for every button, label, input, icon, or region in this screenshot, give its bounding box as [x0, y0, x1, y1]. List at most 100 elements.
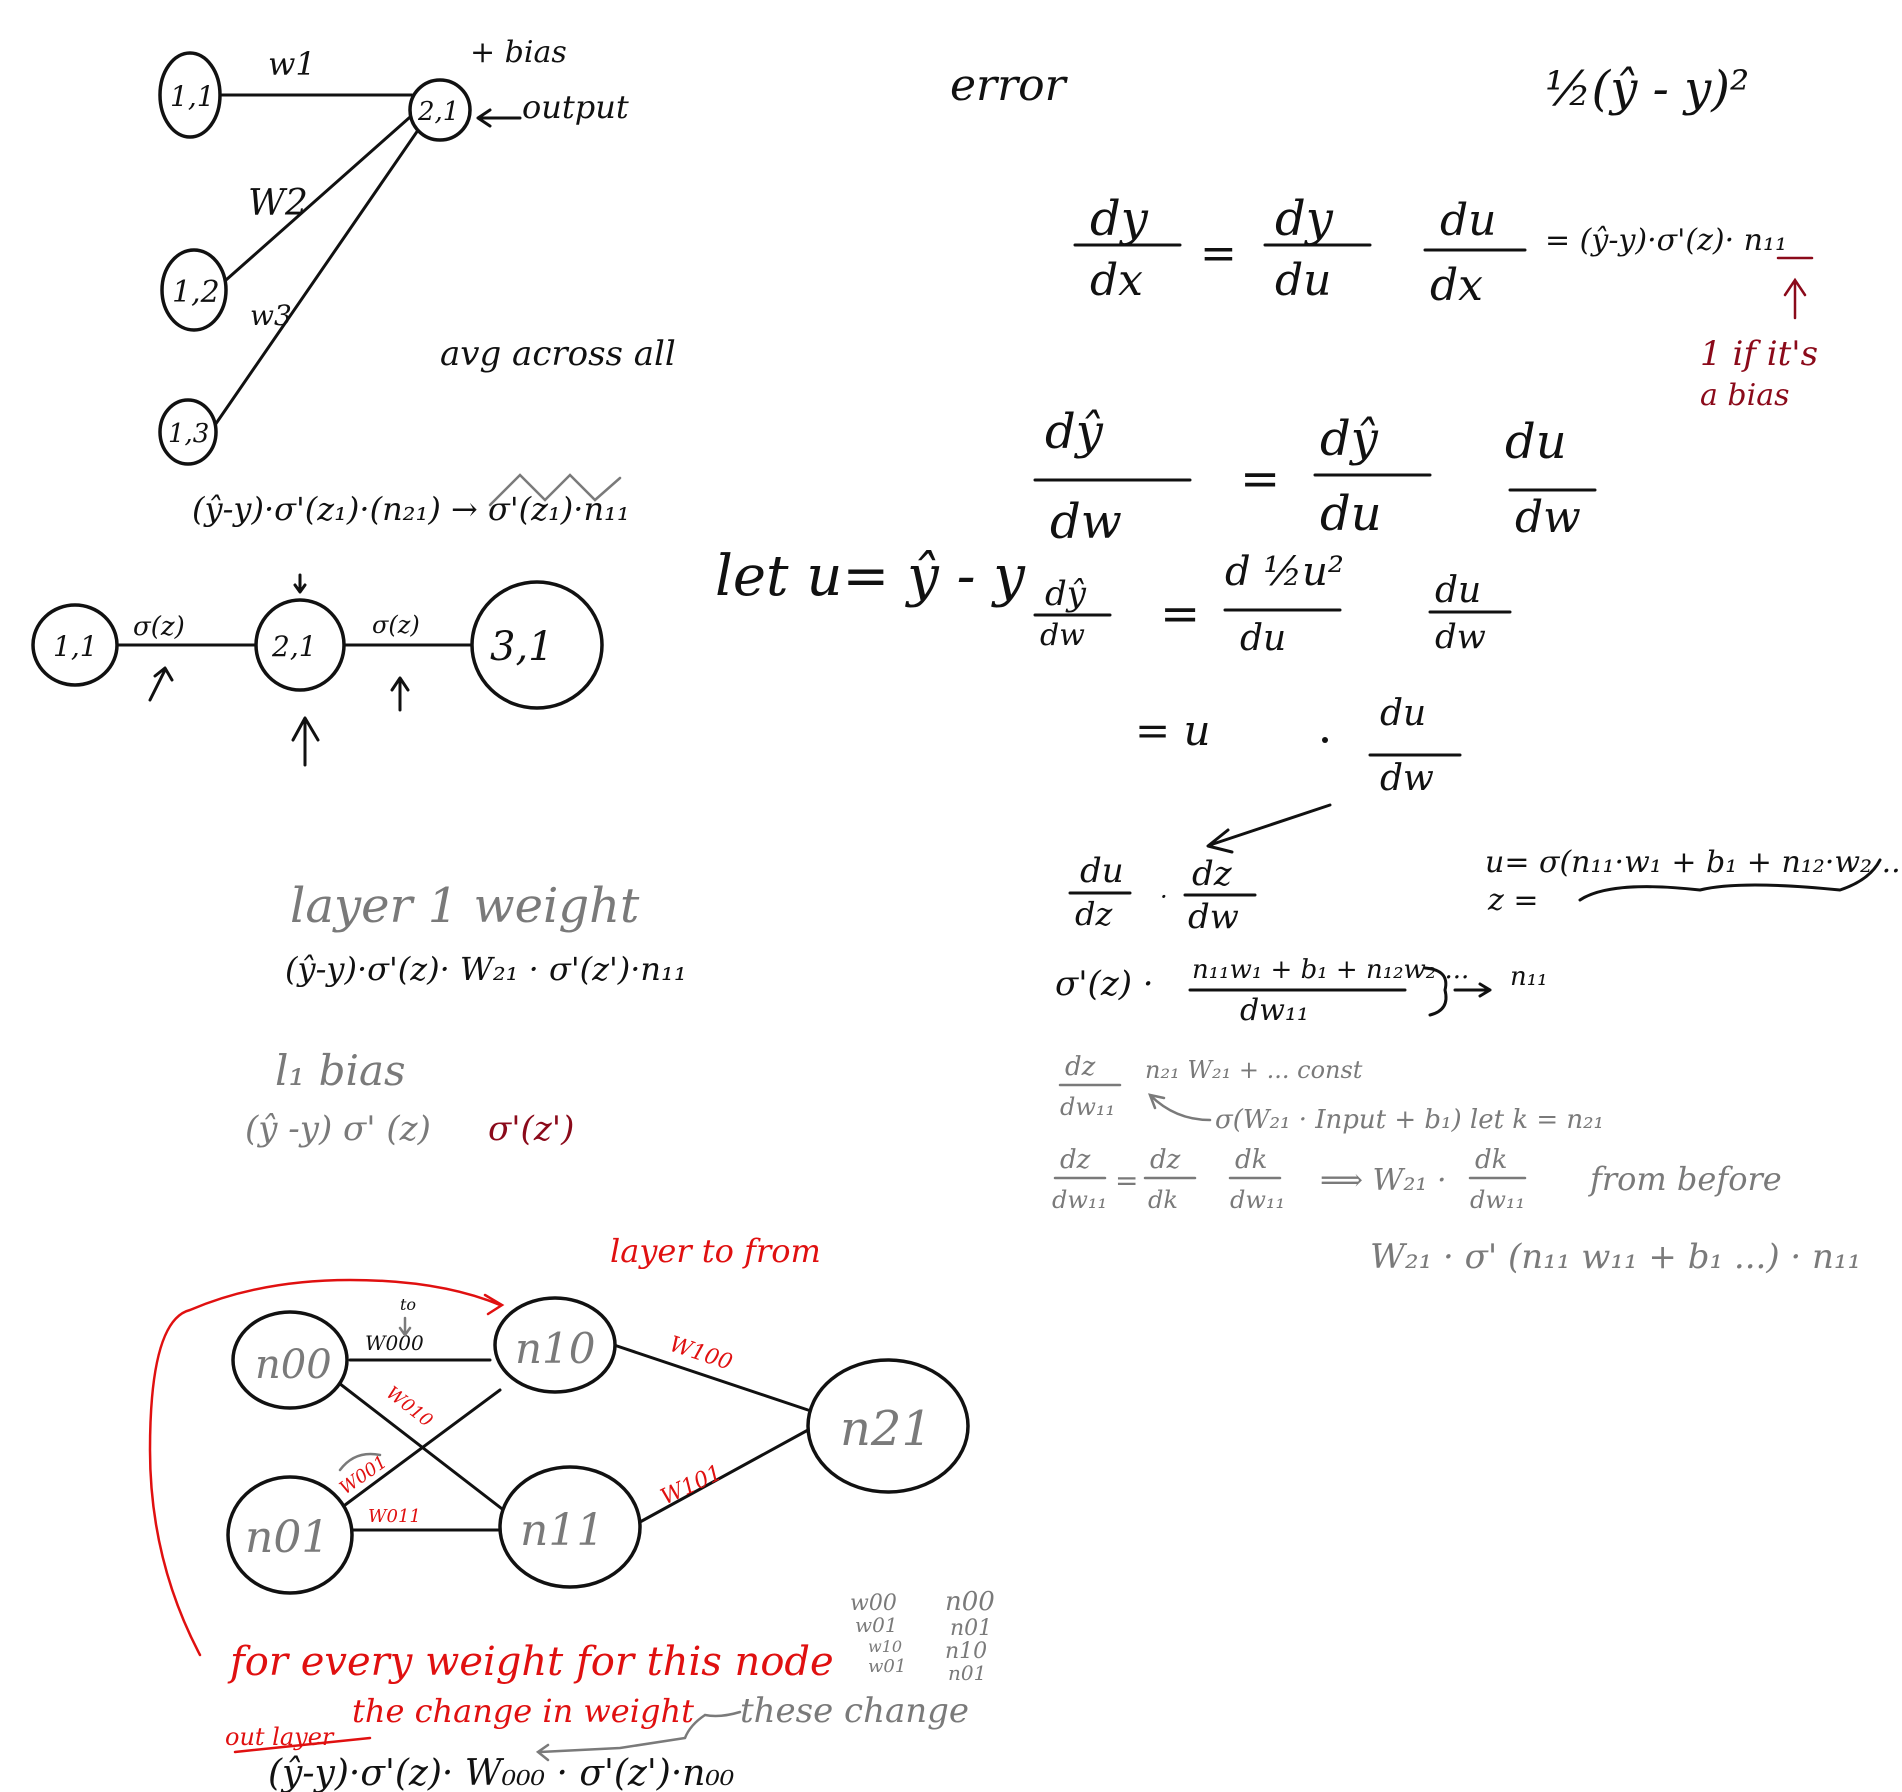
error-formula: ½(ŷ - y)² [1545, 61, 1749, 117]
edge-w3-label: w3 [250, 299, 292, 332]
edge-w000-label: W000 [365, 1331, 424, 1355]
chain-node-2-1 [254, 598, 346, 692]
chain-node-3-1-label: 3,1 [490, 624, 554, 670]
chain-node-1-1-label: 1,1 [53, 630, 98, 663]
for-every-note: for every weight for this node [227, 1639, 834, 1685]
net-node-n01 [226, 1475, 354, 1595]
edge-w101-label: W101 [657, 1460, 726, 1510]
gray-c-num1: dz [1060, 1145, 1091, 1175]
nodes-list-2: n10 [945, 1639, 987, 1664]
node-1-3 [158, 398, 218, 466]
net-node-n21 [806, 1358, 970, 1494]
net-node-n00-label: n00 [255, 1342, 332, 1388]
these-change-note: these change [740, 1691, 969, 1731]
edge-w100 [612, 1343, 810, 1412]
these-change-arrow [535, 1710, 742, 1762]
bias-note: + bias [470, 35, 567, 70]
row2-lhs-den: dw [1050, 494, 1122, 550]
net-node-n11 [498, 1465, 642, 1589]
node-1-1 [158, 51, 222, 139]
row2-rhs-num: du [1505, 414, 1567, 470]
bias-note-arrow [1783, 277, 1807, 320]
row2-mid-den: du [1320, 486, 1382, 542]
row5-b-num: dz [1192, 854, 1233, 894]
gray-c-eq: = [1115, 1164, 1138, 1197]
row6-num: n₁₁w₁ + b₁ + n₁₂w₂ ... [1192, 955, 1469, 985]
arrow-up-1 [148, 666, 174, 702]
row3-mid-num: d ½u² [1225, 549, 1344, 595]
chain-rule-row1: dy dx = dy du du dx = (ŷ-y)·σ'(z)· n₁₁ 1… [1073, 191, 1818, 413]
row4-num: du [1380, 693, 1426, 734]
row2-mid-num: dŷ [1320, 411, 1379, 467]
z-def: z = [1487, 883, 1538, 918]
node-1-1-label: 1,1 [170, 80, 215, 113]
node-2-1-label: 2,1 [417, 97, 459, 127]
gray-arrow [1148, 1093, 1212, 1122]
row4-dot [1322, 737, 1328, 743]
row3-mid-den: du [1240, 618, 1286, 659]
w001-hook [338, 1452, 382, 1472]
gray-c-den2: dk [1148, 1186, 1178, 1214]
formula-main: (ŷ-y)·σ'(z₁)·(n₂₁) → σ'(z₁)·n₁₁ [192, 490, 630, 528]
net-node-n01-label: n01 [245, 1512, 329, 1563]
edge-w101 [638, 1428, 810, 1524]
chain-node-3-1 [470, 580, 604, 710]
l1-bias-formula: (ŷ -y) σ' (z) [245, 1109, 431, 1149]
row6-den: dw₁₁ [1240, 993, 1309, 1028]
l1-bias-title: l₁ bias [275, 1046, 406, 1095]
node-2-1 [408, 78, 472, 142]
l1-bias-formula-red: σ'(z') [488, 1109, 574, 1149]
nodes-list-3: n01 [948, 1661, 986, 1685]
row3-lhs-num: dŷ [1045, 574, 1087, 614]
net-node-n10-label: n10 [515, 1324, 596, 1373]
gray-c-num2: dz [1150, 1145, 1181, 1175]
edge-w001 [343, 1388, 502, 1507]
row5-b-den: dw [1188, 897, 1239, 937]
gray-a-den: dw₁₁ [1060, 1093, 1115, 1121]
net-node-n21-label: n21 [840, 1401, 932, 1457]
to-arrow [398, 1316, 412, 1338]
chain-edge-1-label: σ(z) [133, 612, 185, 642]
chain-rule-row3: dŷ dw = d ½u² du du dw [1033, 549, 1512, 659]
net-node-n10 [493, 1296, 617, 1394]
red-curve-arrow [148, 1278, 505, 1657]
bias-note-line2: a bias [1700, 378, 1790, 413]
arrow-up-3 [291, 716, 320, 767]
gray-b-text: σ(W₂₁ · Input + b₁) let k = n₂₁ [1215, 1105, 1604, 1135]
gray-a-text: n₂₁ W₂₁ + ... const [1145, 1056, 1363, 1084]
row4-u: = u [1135, 706, 1211, 755]
gray-d-text: W₂₁ · σ' (n₁₁ w₁₁ + b₁ ...) · n₁₁ [1370, 1237, 1861, 1277]
row3-rhs-num: du [1435, 570, 1481, 611]
row1-eq: = [1200, 228, 1237, 279]
row5-dot: · [1160, 883, 1168, 911]
scribble-strike [488, 473, 622, 507]
row3-rhs-den: dw [1435, 617, 1486, 657]
output-note: output [522, 88, 629, 126]
row4-arrow [1206, 803, 1332, 854]
gray-a-num: dz [1065, 1052, 1096, 1082]
bias-note-line1: 1 if it's [1700, 334, 1818, 374]
row1-lhs-den: dx [1090, 255, 1143, 306]
row6-brace-arrow [1423, 966, 1492, 1017]
row1-mid-num: dy [1275, 191, 1334, 247]
edge-w3 [213, 118, 427, 427]
nodes-list-1: n01 [950, 1616, 992, 1641]
row1-rhs-den: dx [1430, 260, 1483, 311]
final-formula: (ŷ-y)·σ'(z)· W₀₀₀ · σ'(z')·n₀₀ [268, 1753, 734, 1792]
diagram-chain: 1,1 2,1 3,1 σ(z) σ(z) [31, 573, 604, 767]
output-arrow [476, 108, 522, 128]
row3-lhs-den: dw [1040, 618, 1085, 653]
row1-rhs-num: du [1440, 195, 1497, 246]
row6-result: n₁₁ [1510, 962, 1548, 992]
avg-note: avg across all [440, 334, 676, 374]
from-before: from before [1588, 1160, 1782, 1198]
gray-c-den1: dw₁₁ [1052, 1186, 1107, 1214]
gray-c-num3: dk [1235, 1145, 1267, 1175]
row2-lhs-num: dŷ [1045, 404, 1104, 460]
diagram-single-neuron: 1,1 1,2 1,3 2,1 w1 W2 w3 + bias output a… [158, 35, 676, 466]
gray-c-num4: dk [1475, 1145, 1507, 1175]
chain-node-2-1-label: 2,1 [271, 630, 317, 663]
arrow-up-2 [390, 676, 410, 712]
gray-derivation: dz dw₁₁ n₂₁ W₂₁ + ... const σ(W₂₁ · Inpu… [1052, 1052, 1861, 1277]
